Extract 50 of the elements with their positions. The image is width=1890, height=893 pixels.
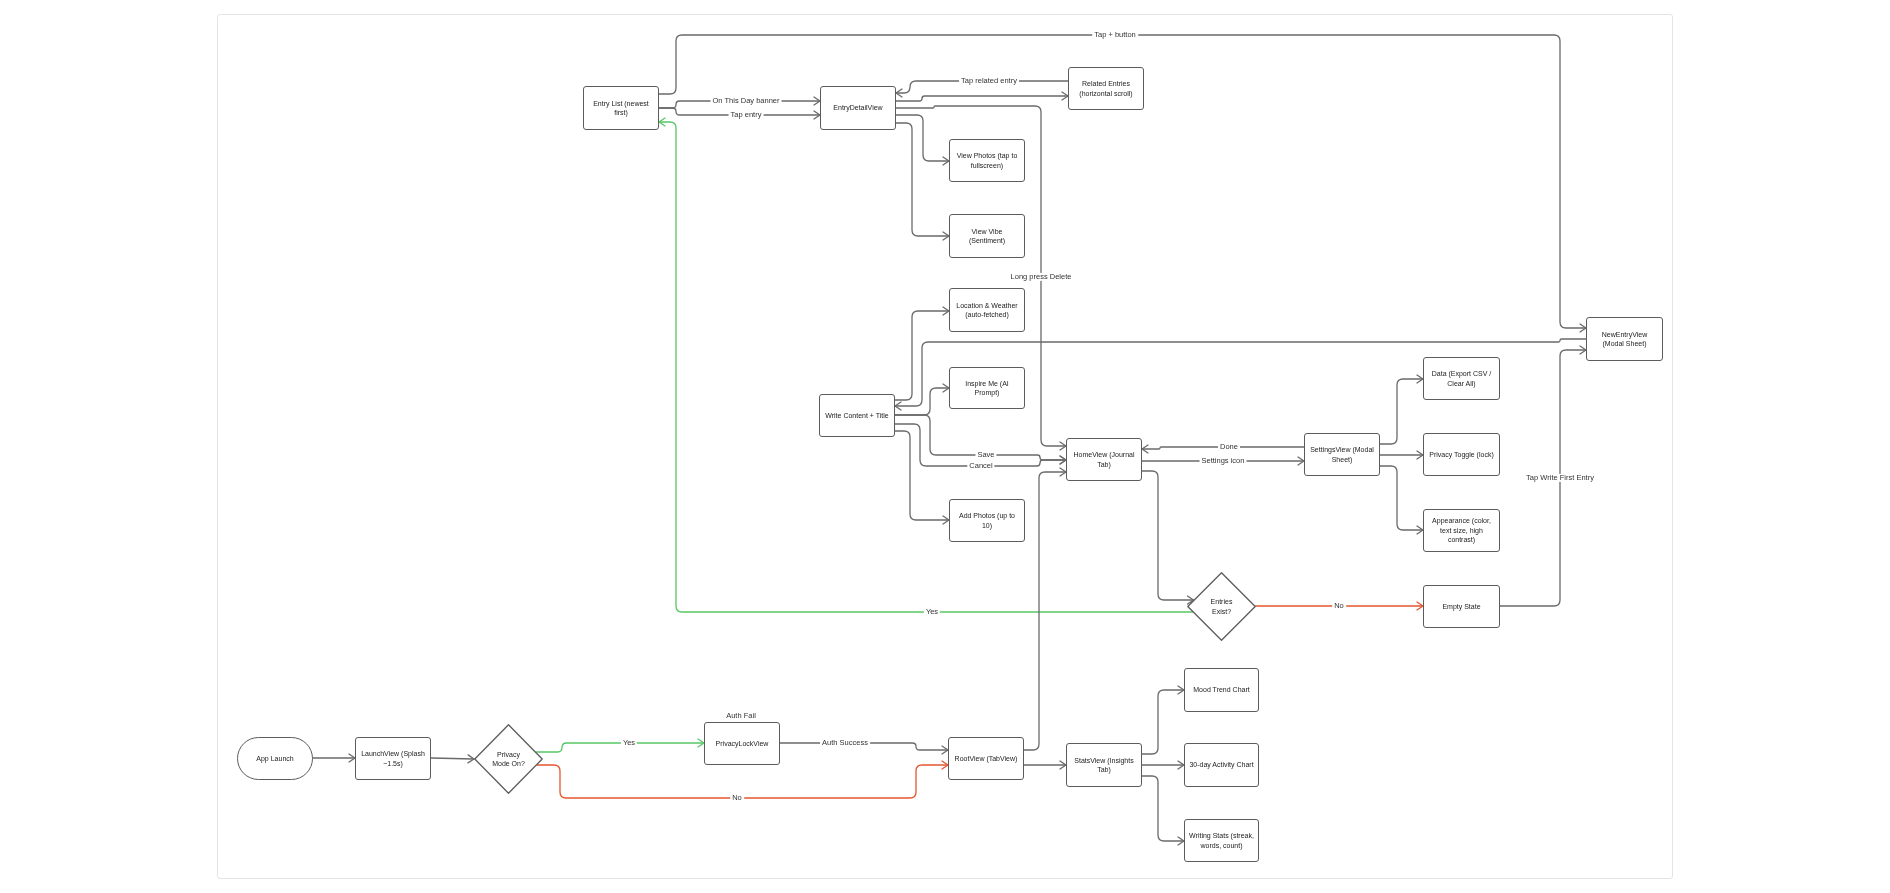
arrow: [1141, 760, 1185, 770]
arrow: [1254, 601, 1424, 611]
arrow: [658, 117, 1194, 613]
arrow: [894, 306, 950, 401]
process-box: [1184, 668, 1259, 712]
process-box: [949, 499, 1025, 542]
process-box: [1423, 357, 1500, 400]
process-box: [1066, 743, 1142, 787]
process-box: [949, 214, 1025, 258]
process-box: [1066, 438, 1142, 481]
arrow: [1023, 760, 1067, 770]
process-box: [949, 367, 1025, 409]
process-box: [949, 288, 1025, 332]
arrow: [894, 338, 1587, 411]
process-box: [949, 139, 1025, 182]
process-box: [1184, 819, 1259, 862]
arrow: [1141, 775, 1185, 846]
process-box: [1423, 433, 1500, 476]
process-box: [1184, 743, 1259, 787]
arrow: [535, 738, 705, 753]
arrow: [895, 105, 1067, 451]
arrow: [895, 114, 950, 166]
process-box: [1423, 509, 1500, 552]
process-box: [583, 86, 659, 130]
arrow: [1023, 467, 1067, 751]
arrow: [1141, 470, 1195, 605]
arrow: [1379, 465, 1424, 535]
arrow: [536, 760, 949, 799]
arrow: [312, 753, 356, 763]
arrow: [1379, 374, 1424, 445]
process-box: [1423, 585, 1500, 628]
process-box: [820, 86, 896, 130]
arrow: [430, 754, 475, 764]
process-box: [819, 394, 895, 437]
process-box: [948, 737, 1024, 780]
arrow: [1141, 685, 1185, 755]
arrow: [1141, 444, 1305, 454]
process-box: [355, 737, 431, 780]
process-box: [1586, 317, 1663, 361]
arrow: [658, 34, 1587, 333]
process-box: [1304, 433, 1380, 476]
arrow: [895, 91, 1069, 102]
arrow: [894, 430, 950, 525]
decision-diamond: [474, 724, 543, 794]
arrow: [1379, 450, 1424, 460]
process-box: [1068, 67, 1144, 110]
arrow: [895, 122, 950, 241]
arrow: [1499, 345, 1587, 607]
process-box: [704, 722, 780, 765]
decision-diamond: [1187, 572, 1256, 641]
